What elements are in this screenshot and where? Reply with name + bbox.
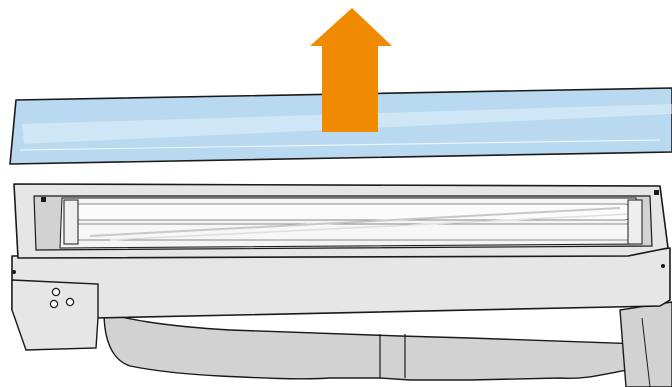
- bracket-hole-1: [52, 288, 59, 295]
- bracket-hole-2: [50, 300, 57, 307]
- housing-front-face: [12, 248, 670, 318]
- lamp-endcap-right: [628, 200, 642, 244]
- front-screw-right: [661, 264, 665, 268]
- housing-right-bracket: [620, 302, 672, 387]
- bracket-hole-3: [66, 298, 73, 305]
- housing-lower-cover: [104, 312, 640, 380]
- lamp-endcap-left: [64, 200, 78, 244]
- lamp-housing: [12, 184, 672, 387]
- front-screw-left: [12, 270, 16, 274]
- rim-screw-left: [41, 197, 46, 202]
- rim-screw-right: [654, 190, 659, 195]
